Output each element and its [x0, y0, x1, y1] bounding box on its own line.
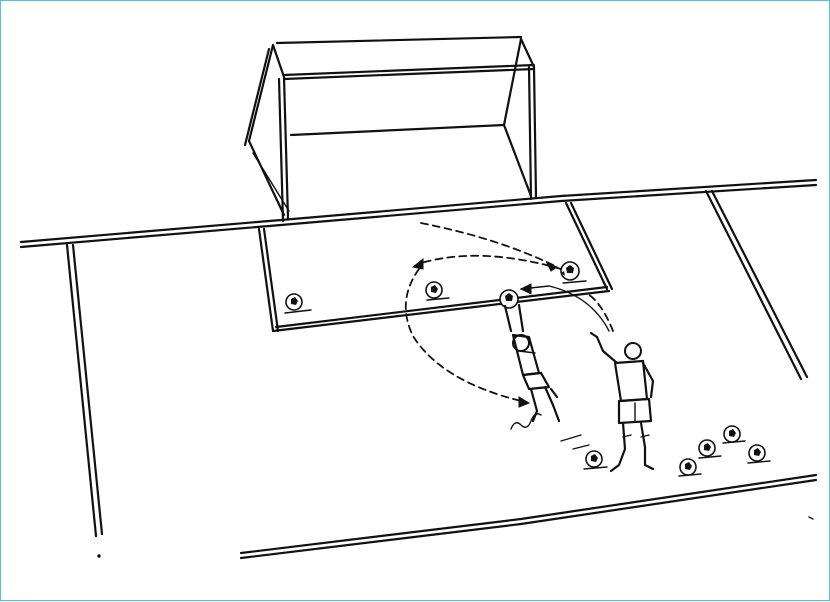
server-player-figure: [561, 333, 653, 471]
soccer-ball-icon: [561, 262, 579, 280]
soccer-ball-icon: [586, 451, 602, 467]
soccer-ball-icon: [699, 440, 715, 456]
soccer-ball-icon: [286, 294, 302, 310]
soccer-ball-icon: [680, 459, 696, 475]
soccer-ball-icon: [724, 426, 740, 442]
goalkeeper-figure: [505, 305, 559, 421]
goal-frame-icon: [245, 37, 536, 221]
soccer-ball-icon: [426, 282, 442, 298]
pitch-lines: [21, 180, 816, 558]
soccer-ball-icon: [749, 445, 765, 461]
soccer-ball-icon: [500, 290, 518, 308]
